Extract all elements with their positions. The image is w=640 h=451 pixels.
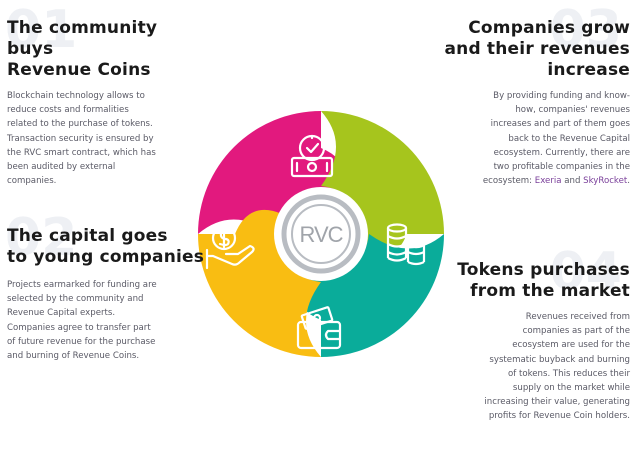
step-number-04: 04: [549, 242, 622, 302]
money-timer-icon: [290, 134, 334, 178]
step-title: Companies grow and their revenues increa…: [440, 18, 630, 81]
step-title: The capital goes to young companies: [7, 226, 207, 268]
wallet-icon: [296, 306, 342, 350]
step-title-line: Tokens purchases: [457, 260, 630, 280]
step-community-buys: 01 The community buys Revenue Coins Bloc…: [5, 4, 207, 188]
step-companies-grow: 03 Companies grow and their revenues inc…: [440, 4, 630, 188]
step-number-02: 02: [5, 208, 78, 268]
rvc-logo-text: RVC: [299, 222, 343, 247]
segment-magenta: [198, 111, 346, 234]
step-title-line: and their revenues: [444, 39, 630, 59]
hand-coin-icon: [205, 225, 255, 270]
step-description: Projects earmarked for funding are selec…: [7, 280, 157, 362]
step-description: By providing funding and know-how, compa…: [480, 89, 630, 188]
segment-green: [321, 111, 444, 259]
step-title-line: Companies grow: [468, 18, 630, 38]
step-description-text: By providing funding and know-how, compa…: [482, 91, 630, 187]
step-title-line: increase: [547, 60, 630, 80]
step-title: The community buys Revenue Coins: [7, 18, 207, 81]
segment-teal: [296, 234, 444, 357]
exeria-link[interactable]: Exeria: [534, 176, 562, 187]
step-title-line: The community buys: [7, 18, 158, 59]
step-title-line: Revenue Coins: [7, 60, 151, 80]
step-title-line: from the market: [470, 281, 630, 301]
step-tokens-purchases: 04 Tokens purchases from the market Reve…: [440, 246, 630, 424]
step-number-03: 03: [549, 0, 622, 60]
skyrocket-link[interactable]: SkyRocket: [583, 176, 628, 187]
step-description-connector: and: [561, 176, 584, 187]
step-description-tail: .: [627, 176, 630, 187]
rvc-logo: RVC: [274, 187, 368, 281]
step-title: Tokens purchases from the market: [440, 260, 630, 302]
step-description: Blockchain technology allows to reduce c…: [7, 91, 156, 187]
segment-yellow: [198, 209, 321, 357]
step-title-line: to young companies: [7, 247, 205, 267]
coin-stack-icon: [386, 223, 426, 266]
step-number-01: 01: [5, 0, 78, 60]
step-title-line: The capital goes: [7, 226, 168, 246]
step-description: Revenues received from companies as part…: [484, 312, 630, 422]
step-capital-goes: 02 The capital goes to young companies P…: [5, 212, 207, 363]
